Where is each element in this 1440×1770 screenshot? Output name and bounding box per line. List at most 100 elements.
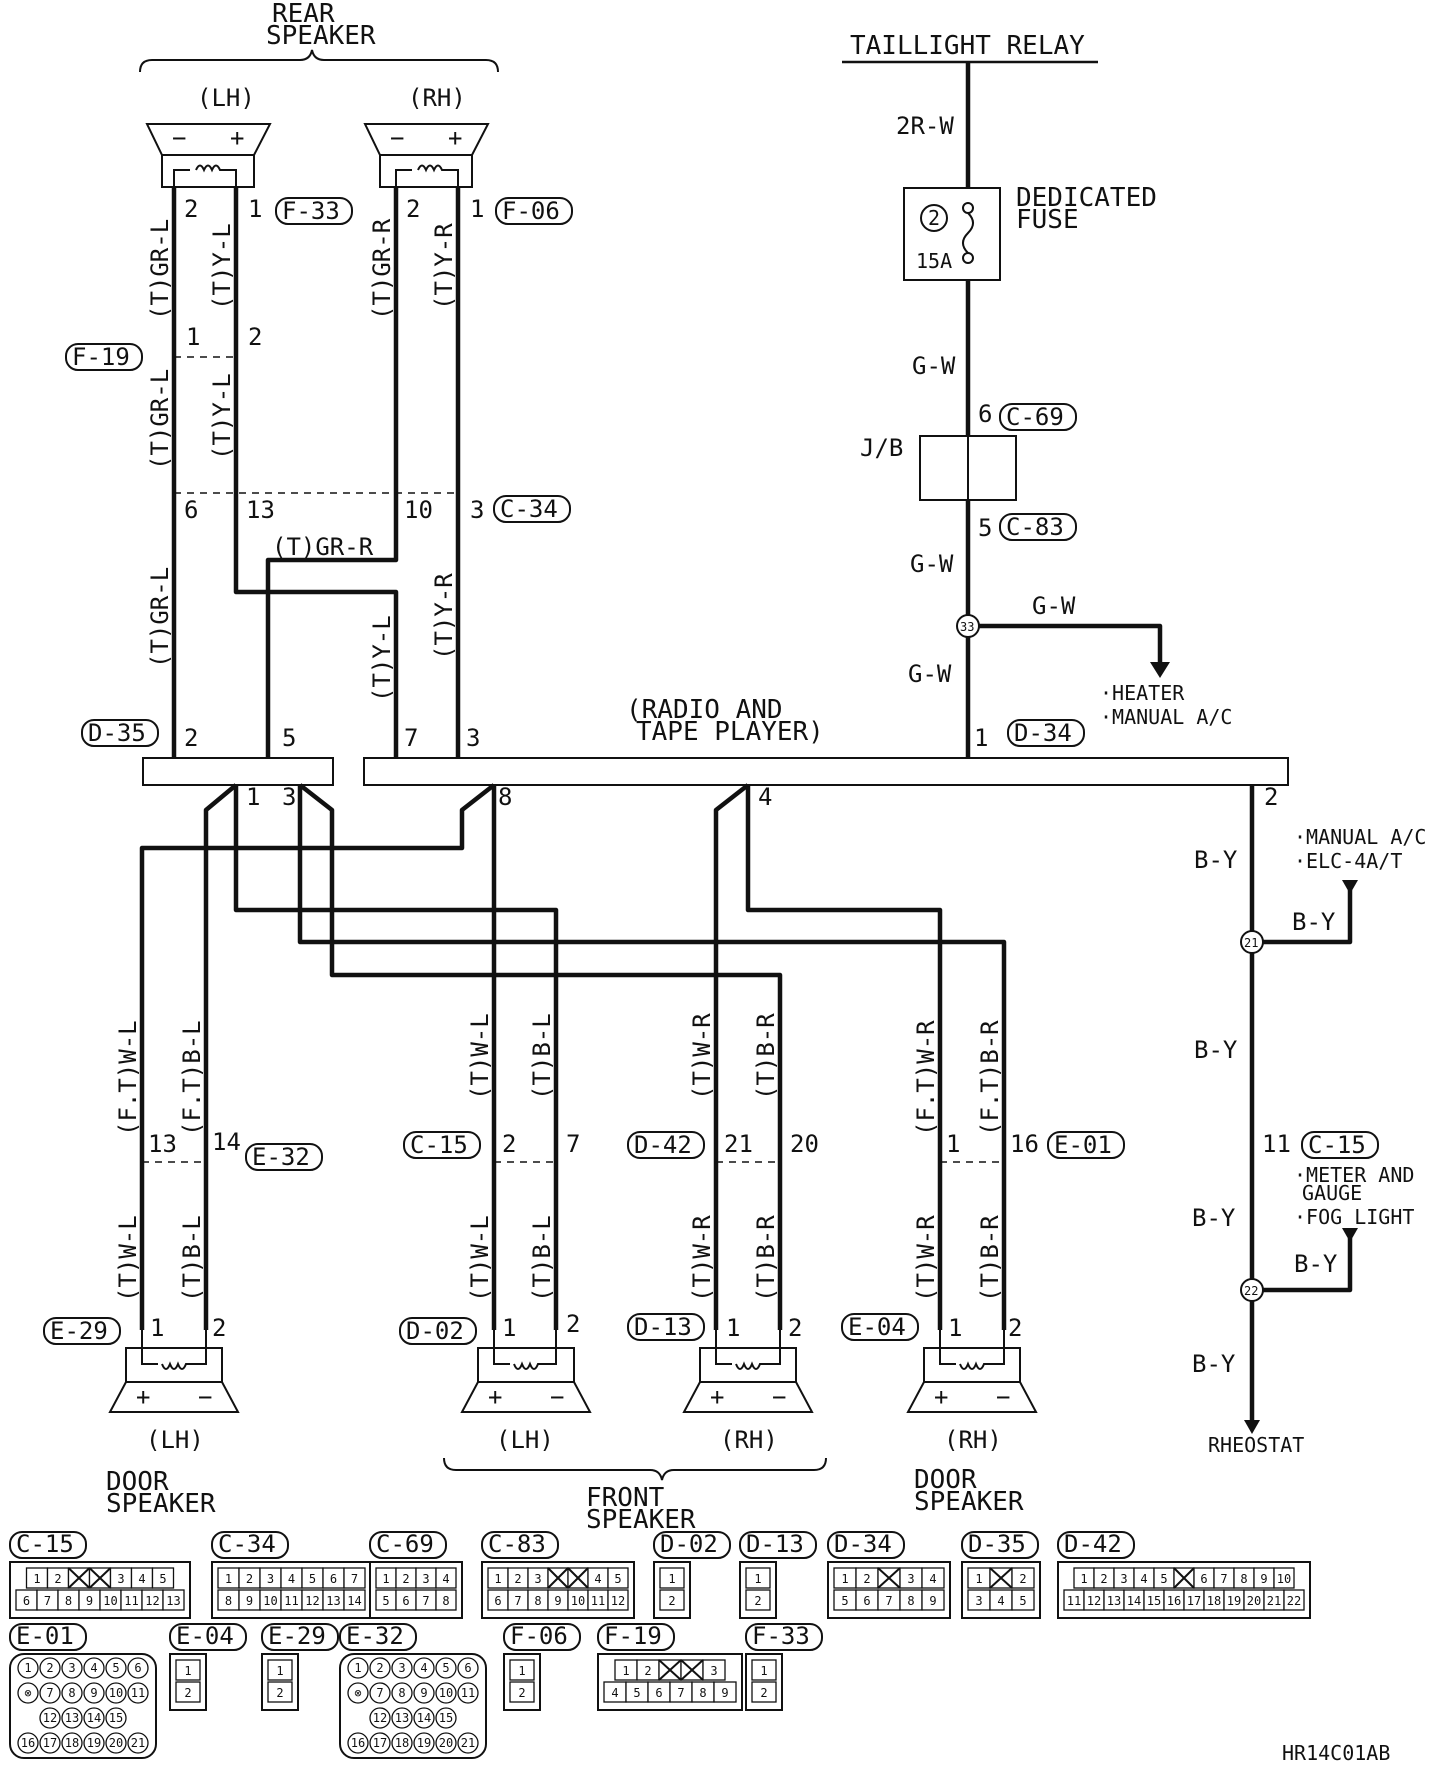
connector-pin: 5: [614, 1572, 621, 1586]
connector-pin: 2: [754, 1594, 761, 1608]
connector-pin: 4: [1140, 1572, 1147, 1586]
pin: 3: [282, 783, 296, 811]
connector-face-label: F-19: [604, 1622, 662, 1650]
connector-pin: 5: [112, 1661, 119, 1675]
connector-pin: 10: [109, 1686, 123, 1700]
wire-door-rh-br: [297, 785, 1007, 1330]
connector-pin: 6: [23, 1594, 30, 1608]
pin: 11: [1262, 1130, 1291, 1158]
connector-pin: 5: [1160, 1572, 1167, 1586]
front-speaker-title-1: FRONT: [586, 1483, 665, 1513]
pin: 5: [282, 724, 296, 752]
arrow-down-icon: [1342, 1228, 1358, 1242]
connector-pin: ⊗: [354, 1686, 361, 1700]
connector-pin: 1: [975, 1572, 982, 1586]
svg-text:F-33: F-33: [282, 197, 340, 225]
dedicated-fuse-label-1: DEDICATED: [1016, 183, 1157, 213]
connector-pin: 2: [276, 1686, 283, 1700]
d35-connector-body: [142, 757, 334, 786]
connector-pin: 13: [65, 1711, 79, 1725]
connector-pin: 11: [131, 1686, 145, 1700]
heater-note: ·HEATER: [1100, 681, 1185, 705]
connector-pin: 4: [420, 1661, 427, 1675]
connector-pin: 14: [87, 1711, 101, 1725]
rheostat-label: RHEOSTAT: [1208, 1433, 1304, 1457]
pin: 13: [246, 496, 275, 524]
connector-pin: 8: [68, 1686, 75, 1700]
connector-pin: 2: [184, 1686, 191, 1700]
junction-block-label: J/B: [860, 434, 903, 462]
tag-d35: D-35: [81, 719, 159, 747]
connector-pin: 11: [124, 1594, 138, 1608]
connector-pin: 9: [246, 1594, 253, 1608]
wire-gr-r: [265, 187, 399, 758]
wire-label: (T)Y-R: [430, 573, 458, 660]
connector-pin: 12: [611, 1594, 625, 1608]
wire-label: (T)B-L: [528, 1013, 556, 1100]
door-lh-minus: −: [198, 1383, 212, 1411]
meter-note-2: GAUGE: [1302, 1181, 1362, 1205]
wire-front-rh-wr: [713, 783, 750, 1330]
wire-label: (T)GR-R: [272, 533, 374, 561]
wire-front-rh-br: [298, 783, 783, 1330]
rear-speaker-brace: [139, 49, 499, 73]
connector-pin: 1: [668, 1572, 675, 1586]
connector-face-label: C-34: [218, 1530, 276, 1558]
connector-pin: 7: [46, 1686, 53, 1700]
connector-pin: 8: [699, 1686, 706, 1700]
connector-pin: 1: [33, 1572, 40, 1586]
connector-face-label: F-06: [510, 1622, 568, 1650]
tag-f06: F-06: [495, 197, 573, 225]
pin: 2: [566, 1310, 580, 1338]
dedicated-fuse: 2 15A: [903, 187, 1001, 281]
tag-e04: E-04: [841, 1313, 919, 1341]
meter-note-1: ·METER AND: [1294, 1163, 1414, 1187]
connector-pin: 7: [514, 1594, 521, 1608]
radio-label-1: (RADIO AND: [626, 695, 783, 725]
connector-pin: 9: [721, 1686, 728, 1700]
connector-pin: 4: [90, 1661, 97, 1675]
wire-label: (T)B-L: [528, 1215, 556, 1302]
connector-pin: 9: [86, 1594, 93, 1608]
tag-d02: D-02: [399, 1317, 477, 1345]
front-lh-side: (LH): [496, 1426, 554, 1454]
wire-label: (F.T)W-R: [912, 1020, 940, 1136]
pin: 1: [974, 724, 988, 752]
wire-label: B-Y: [1194, 846, 1238, 874]
svg-text:D-02: D-02: [406, 1317, 464, 1345]
connector-pin: 13: [1107, 1594, 1121, 1608]
svg-text:F-19: F-19: [72, 343, 130, 371]
radio-label-2: TAPE PLAYER): [636, 717, 824, 747]
pin: 20: [790, 1130, 819, 1158]
connector-pin: 6: [863, 1594, 870, 1608]
connector-pin: 2: [1019, 1572, 1026, 1586]
wire-label: (T)B-R: [752, 1013, 780, 1100]
pin: 1: [946, 1130, 960, 1158]
connector-pin: 6: [494, 1594, 501, 1608]
connector-pin: 7: [885, 1594, 892, 1608]
pin: 1: [948, 1314, 962, 1342]
connector-face-label: D-34: [834, 1530, 892, 1558]
connector-pin: 5: [633, 1686, 640, 1700]
wire-label: (T)B-R: [752, 1215, 780, 1302]
door-lh-side: (LH): [146, 1426, 204, 1454]
svg-text:C-83: C-83: [1006, 513, 1064, 541]
figure-code: HR14C01AB: [1282, 1741, 1390, 1765]
wire-label: G-W: [912, 352, 956, 380]
connector-pin: 3: [398, 1661, 405, 1675]
connector-pin: 8: [65, 1594, 72, 1608]
connector-face-label: F-33: [752, 1622, 810, 1650]
tag-e29: E-29: [43, 1317, 121, 1345]
connector-pin: 4: [442, 1572, 449, 1586]
connector-pin: 6: [1200, 1572, 1207, 1586]
pin: 2: [502, 1130, 516, 1158]
connector-pin: 10: [439, 1686, 453, 1700]
front-speaker-brace: [443, 1457, 827, 1481]
connector-pin: 1: [518, 1664, 525, 1678]
connector-pin: 15: [439, 1711, 453, 1725]
